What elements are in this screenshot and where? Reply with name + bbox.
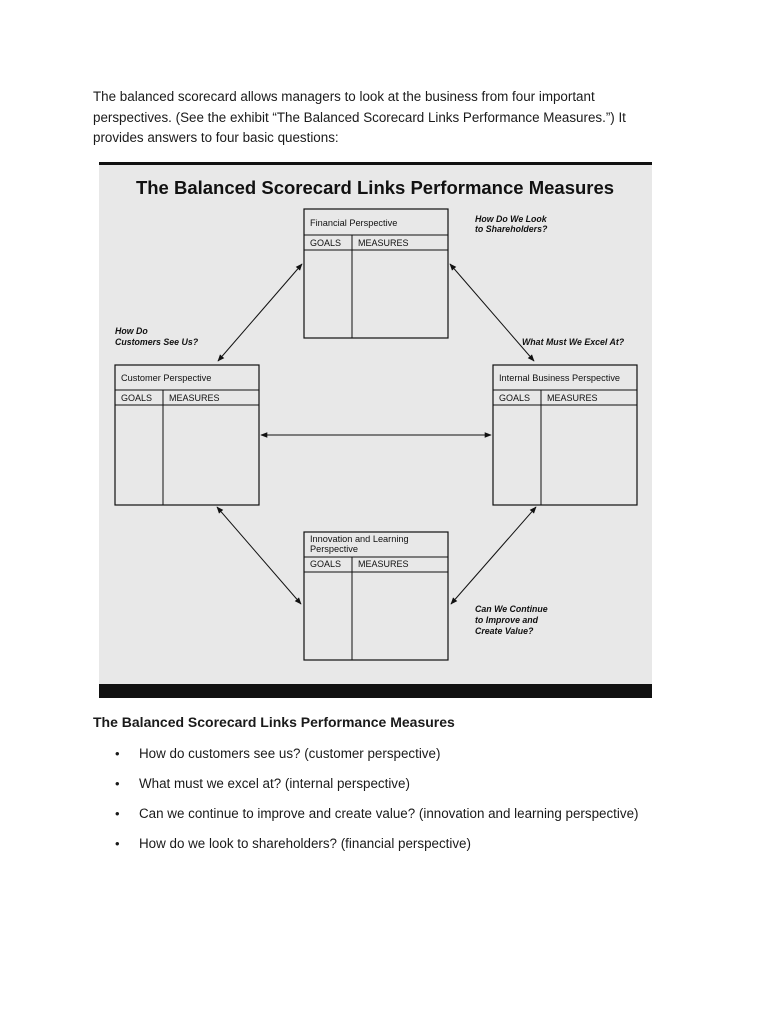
arrow-financial-customer — [217, 263, 303, 362]
list-item-text: How do we look to shareholders? (financi… — [139, 836, 471, 851]
list-item-text: How do customers see us? (customer persp… — [139, 746, 441, 761]
innovation-goals-header: GOALS — [310, 559, 341, 569]
customer-box-title: Customer Perspective — [121, 373, 211, 383]
bullet-icon: • — [115, 746, 120, 761]
intro-paragraph: The balanced scorecard allows managers t… — [93, 87, 673, 149]
question-excel: What Must We Excel At? — [522, 337, 625, 347]
innovation-box-title-line-1: Innovation and Learning — [310, 534, 409, 544]
internal-goals-header: GOALS — [499, 393, 530, 403]
scorecard-diagram: The Balanced Scorecard Links Performance… — [99, 162, 652, 698]
question-list: • How do customers see us? (customer pers… — [93, 744, 638, 864]
financial-goals-header: GOALS — [310, 238, 341, 248]
customer-goals-header: GOALS — [121, 393, 152, 403]
intro-line-2: perspectives. (See the exhibit “The Bala… — [93, 109, 626, 125]
balanced-scorecard-exhibit: The Balanced Scorecard Links Performance… — [99, 162, 652, 698]
list-item: • Can we continue to improve and create v… — [93, 804, 638, 834]
financial-box-title: Financial Perspective — [310, 218, 397, 228]
question-improve-line-2: to Improve and — [475, 615, 539, 625]
innovation-learning-perspective-box: Innovation and Learning Perspective GOAL… — [303, 531, 449, 661]
exhibit-bottom-bar — [99, 684, 652, 698]
bullet-icon: • — [115, 776, 120, 791]
exhibit-top-rule — [99, 162, 652, 165]
intro-line-1: The balanced scorecard allows managers t… — [93, 89, 595, 104]
exhibit-caption: The Balanced Scorecard Links Performance… — [93, 714, 455, 730]
question-improve-line-3: Create Value? — [475, 626, 534, 636]
list-item: • How do we look to shareholders? (financ… — [93, 834, 638, 864]
bullet-icon: • — [115, 836, 120, 851]
bullet-icon: • — [115, 806, 120, 821]
question-customers-line-2: Customers See Us? — [115, 337, 199, 347]
arrow-customer-innovation — [216, 506, 302, 605]
internal-box-title: Internal Business Perspective — [499, 373, 620, 383]
innovation-box-title-line-2: Perspective — [310, 544, 358, 554]
list-item: • How do customers see us? (customer pers… — [93, 744, 638, 774]
arrow-financial-internal — [449, 263, 535, 362]
exhibit-title: The Balanced Scorecard Links Performance… — [136, 177, 614, 198]
intro-line-3: provides answers to four basic questions… — [93, 130, 339, 145]
list-item-text: What must we excel at? (internal perspec… — [139, 776, 410, 791]
internal-business-perspective-box: Internal Business Perspective GOALS MEAS… — [492, 364, 638, 506]
list-item: • What must we excel at? (internal perspe… — [93, 774, 638, 804]
question-shareholders-line-1: How Do We Look — [475, 214, 548, 224]
arrow-internal-innovation — [450, 506, 537, 605]
question-improve-line-1: Can We Continue — [475, 604, 548, 614]
internal-measures-header: MEASURES — [547, 393, 598, 403]
customer-perspective-box: Customer Perspective GOALS MEASURES — [114, 364, 260, 506]
question-shareholders-line-2: to Shareholders? — [475, 224, 548, 234]
financial-perspective-box: Financial Perspective GOALS MEASURES — [303, 208, 449, 339]
innovation-measures-header: MEASURES — [358, 559, 409, 569]
question-customers-line-1: How Do — [115, 326, 148, 336]
list-item-text: Can we continue to improve and create va… — [139, 806, 639, 821]
financial-measures-header: MEASURES — [358, 238, 409, 248]
customer-measures-header: MEASURES — [169, 393, 220, 403]
